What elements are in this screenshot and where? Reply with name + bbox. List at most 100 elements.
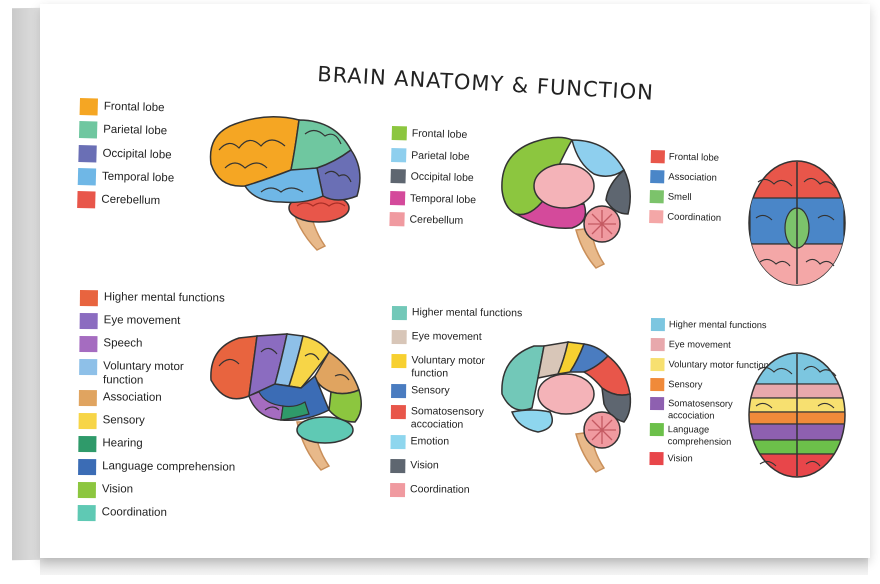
legend-item: Cerebellum <box>389 211 475 236</box>
legend-swatch <box>78 144 97 163</box>
legend-label: Cerebellum <box>101 193 161 208</box>
legend-item: Higher mental functions <box>79 290 237 315</box>
legend-label: Vision <box>101 483 134 496</box>
poster-canvas <box>40 4 870 558</box>
legend-item: Association <box>650 169 722 192</box>
legend-swatch <box>79 312 98 330</box>
legend-item: Coordination <box>77 504 235 530</box>
legend-swatch <box>649 189 664 204</box>
legend-label: Occipital lobe <box>102 147 172 162</box>
legend-label: Voluntary motor function <box>411 354 486 380</box>
legend-label: Cerebellum <box>409 213 464 227</box>
legend-swatch <box>390 434 406 450</box>
legend-swatch <box>649 451 664 466</box>
legend-label: Smell <box>667 191 692 204</box>
legend-label: Somatosensory accociation <box>410 405 484 431</box>
legend-label: Vision <box>410 459 439 472</box>
legend-item: Coordination <box>649 209 722 232</box>
legend-label: Sensory <box>411 384 450 397</box>
legend-swatch <box>79 290 98 307</box>
legend-swatch <box>649 209 664 224</box>
legend-swatch <box>391 329 407 345</box>
brain-top-function-illustration <box>748 352 846 478</box>
legend-swatch <box>650 337 665 352</box>
legend-swatch <box>77 504 96 522</box>
legend-swatch <box>649 422 664 437</box>
legend-label: Speech <box>103 337 143 350</box>
legend-swatch <box>650 377 665 392</box>
legend-swatch <box>391 306 407 321</box>
legend-item: Temporal lobe <box>77 167 175 194</box>
legend-label: Vision <box>667 453 693 464</box>
legend-swatch <box>389 482 406 498</box>
legend-swatch <box>391 353 407 369</box>
legend-label: Temporal lobe <box>409 192 477 206</box>
legend-item: Frontal lobe <box>391 126 477 150</box>
legend-label: Association <box>102 391 162 404</box>
legend-swatch <box>78 389 97 407</box>
legend-label: Sensory <box>668 379 703 390</box>
legend-label: Coordination <box>101 506 167 519</box>
legend-item: Frontal lobe <box>650 150 722 172</box>
legend-swatch <box>650 318 665 332</box>
legend-swatch <box>77 167 97 186</box>
legend-label: Eye movement <box>103 314 181 328</box>
legend-swatch <box>79 358 98 376</box>
legend-label: Frontal lobe <box>668 151 720 164</box>
legend-label: Frontal lobe <box>411 127 468 141</box>
brain-lateral-anatomy-illustration <box>209 116 361 251</box>
legend-label: Higher mental functions <box>668 319 767 331</box>
legend-swatch <box>389 211 405 227</box>
legend-swatch <box>77 481 96 499</box>
legend-item: Temporal lobe <box>389 190 477 214</box>
legend-swatch <box>390 458 406 474</box>
legend-swatch <box>79 335 98 353</box>
legend-swatch <box>650 150 665 164</box>
legend-label: Hearing <box>102 437 143 450</box>
brain-medial-anatomy-illustration <box>501 136 631 269</box>
brain-top-anatomy-illustration <box>748 160 846 286</box>
legend-item: Parietal lobe <box>391 147 477 171</box>
legend-label: Coordination <box>667 211 722 224</box>
legend-label: Voluntary motor function <box>102 360 184 387</box>
legend-label: Frontal lobe <box>103 100 165 115</box>
legend-label: Higher mental functions <box>103 291 225 305</box>
legend-label: Emotion <box>410 435 450 448</box>
legend-item: Occipital lobe <box>390 168 476 193</box>
legend-swatch <box>390 168 406 184</box>
legend-swatch <box>650 169 665 184</box>
legend-label: Occipital lobe <box>410 170 474 185</box>
legend-swatch <box>391 147 407 162</box>
legend-swatch <box>391 126 407 141</box>
legend-label: Language comprehension <box>667 424 732 447</box>
legend-label: Association <box>668 171 718 184</box>
legend-swatch <box>650 396 665 411</box>
legend-item: Higher mental functions <box>650 318 769 339</box>
legend-item: Smell <box>649 189 721 212</box>
legend-swatch <box>77 191 96 209</box>
legend-swatch <box>78 121 98 139</box>
legend-swatch <box>391 383 407 399</box>
canvas-bottom-edge <box>40 555 868 575</box>
legend-item: Cerebellum <box>77 191 174 217</box>
legend-item: Coordination <box>389 482 521 508</box>
brain-medial-function-illustration <box>501 341 632 473</box>
legend-swatch <box>78 435 97 453</box>
legend-swatch <box>390 404 406 420</box>
legend-label: Eye movement <box>411 330 482 343</box>
legend-item: Vision <box>77 481 235 507</box>
legend-label: Eye movement <box>668 339 731 350</box>
legend-swatch <box>389 190 406 205</box>
legend-item: Higher mental functions <box>391 306 523 331</box>
legend-swatch <box>78 412 97 430</box>
legend-item: Parietal lobe <box>78 121 176 147</box>
brain-lateral-function-illustration <box>210 333 362 471</box>
legend-label: Higher mental functions <box>411 306 523 320</box>
legend-item: Occipital lobe <box>78 144 175 171</box>
legend-item: Frontal lobe <box>79 98 176 124</box>
legend-label: Temporal lobe <box>101 170 175 185</box>
legend-label: Coordination <box>410 483 470 496</box>
